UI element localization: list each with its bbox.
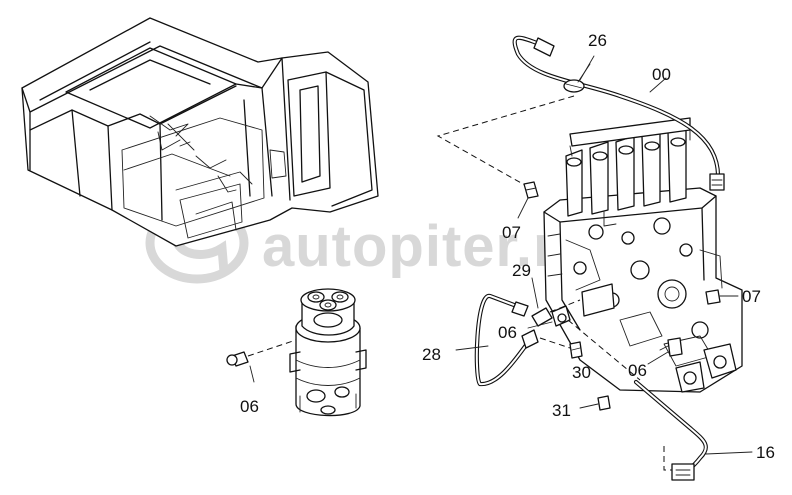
- watermark-text: autopiter.ru: [262, 214, 593, 279]
- fitting-06-valve-right-icon: [647, 337, 683, 365]
- hose-00-illustration: [512, 35, 725, 191]
- sensor-26-icon: [563, 63, 591, 93]
- fitting-07-left-icon: [517, 181, 539, 219]
- excavator-cab-illustration: [21, 17, 379, 247]
- hose-16-illustration: [633, 379, 753, 481]
- swivel-joint-illustration: [289, 288, 367, 417]
- fitting-06-swivel-icon: [226, 339, 297, 383]
- fitting-29-icon: [531, 277, 581, 327]
- callout-labels: 26 00 07 07 29 06 06 06 28 30 31 16: [240, 31, 775, 462]
- label-28: 28: [422, 345, 441, 364]
- label-30: 30: [572, 363, 591, 382]
- leader-line: [436, 95, 575, 189]
- label-16: 16: [756, 443, 775, 462]
- label-00: 00: [652, 65, 671, 84]
- fitting-07-right-icon: [705, 289, 739, 305]
- callout-leaders: [579, 55, 667, 93]
- label-26: 26: [588, 31, 607, 50]
- label-07b: 07: [742, 287, 761, 306]
- plug-30-icon: [539, 337, 583, 359]
- label-31: 31: [552, 401, 571, 420]
- fitting-06-valve-left-icon: [527, 305, 641, 381]
- label-06a: 06: [498, 323, 517, 342]
- label-06c: 06: [628, 361, 647, 380]
- bolt-31-icon: [579, 395, 611, 411]
- label-07a: 07: [502, 223, 521, 242]
- hose-28-illustration: [455, 293, 539, 387]
- label-29: 29: [512, 261, 531, 280]
- watermark: autopiter.ru: [145, 202, 593, 284]
- label-06b: 06: [240, 397, 259, 416]
